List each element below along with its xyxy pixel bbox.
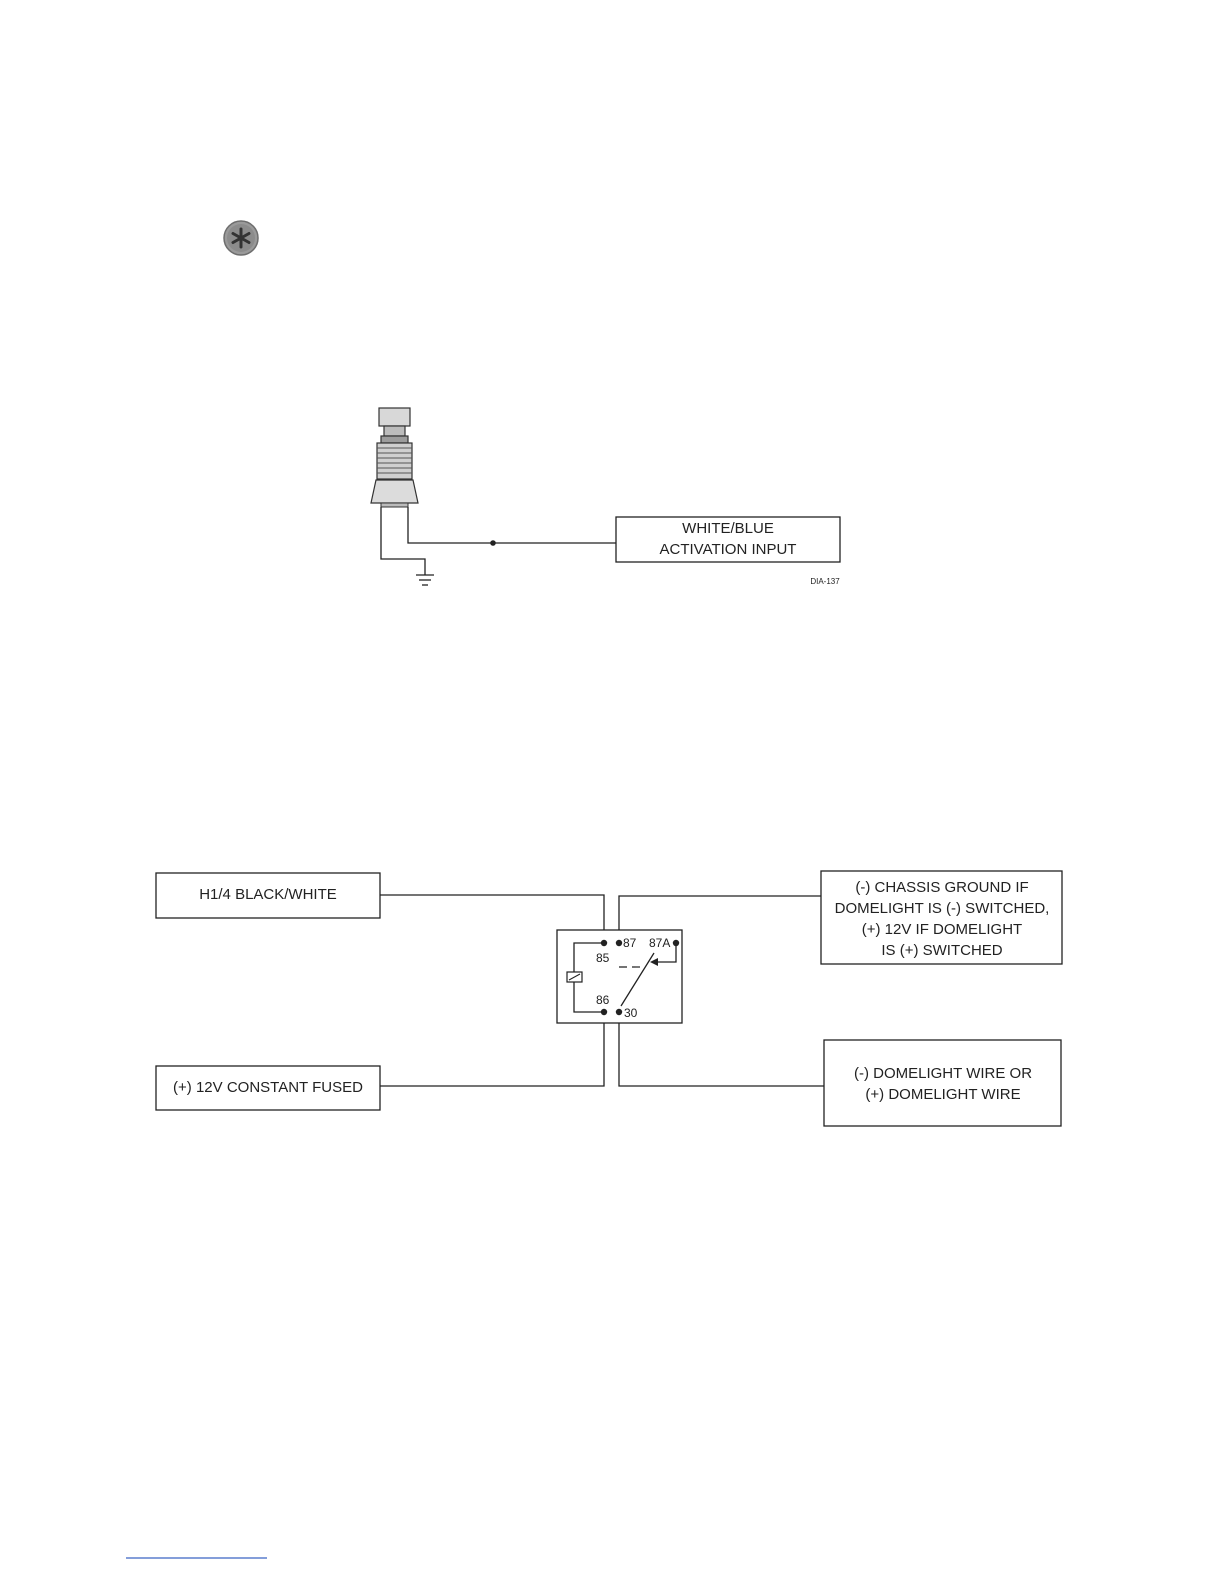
ground-wire xyxy=(381,507,425,575)
diagram-domelight-relay: H1/4 BLACK/WHITE (+) 12V CONSTANT FUSED … xyxy=(156,871,1062,1126)
wire-splice-dot xyxy=(490,540,496,546)
relay-pin-87: 87 xyxy=(623,936,637,950)
activation-box-line2: ACTIVATION INPUT xyxy=(660,541,797,558)
domelight-wire-box xyxy=(824,1040,1061,1126)
chassis-ground-line1: (-) CHASSIS GROUND IF xyxy=(855,879,1028,896)
relay-pin-85: 85 xyxy=(596,951,610,965)
push-button-switch-icon xyxy=(371,408,418,507)
asterisk-note-icon xyxy=(224,221,258,255)
constant-fused-label: (+) 12V CONSTANT FUSED xyxy=(173,1079,363,1096)
diagram-code: DIA-137 xyxy=(810,577,840,586)
domelight-wire-line1: (-) DOMELIGHT WIRE OR xyxy=(854,1065,1032,1082)
ground-symbol-icon xyxy=(416,575,434,585)
relay-pin-87a: 87A xyxy=(649,936,670,950)
activation-box-line1: WHITE/BLUE xyxy=(682,520,774,537)
activation-wire xyxy=(408,507,616,543)
relay-pin-86: 86 xyxy=(596,993,610,1007)
chassis-ground-line3: (+) 12V IF DOMELIGHT xyxy=(862,921,1022,938)
chassis-ground-line2: DOMELIGHT IS (-) SWITCHED, xyxy=(835,900,1050,917)
relay-pin-30: 30 xyxy=(624,1006,638,1020)
chassis-ground-line4: IS (+) SWITCHED xyxy=(881,942,1002,959)
h1-4-black-white-label: H1/4 BLACK/WHITE xyxy=(199,886,337,903)
diagram-switch-activation: WHITE/BLUE ACTIVATION INPUT DIA-137 xyxy=(371,408,840,586)
domelight-wire-line2: (+) DOMELIGHT WIRE xyxy=(865,1086,1020,1103)
